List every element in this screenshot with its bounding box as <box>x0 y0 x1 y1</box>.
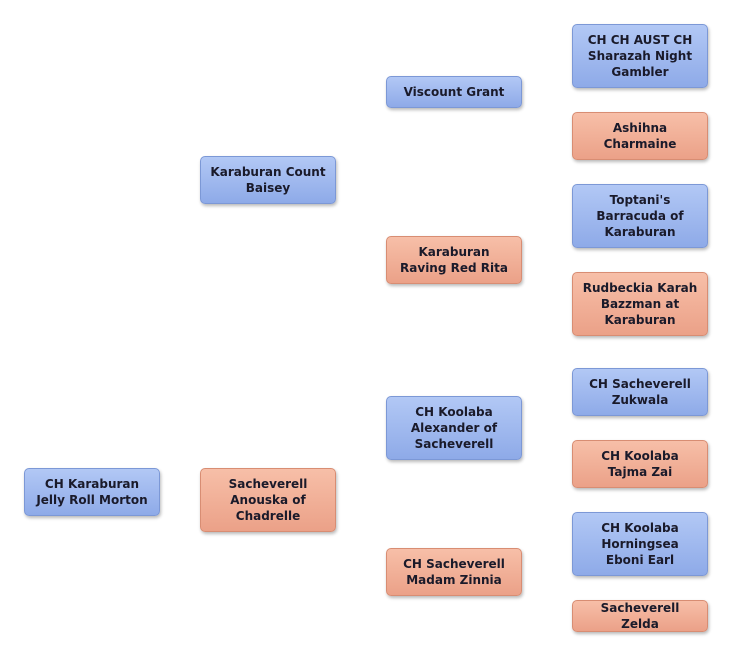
dog-node-sire-sire: Viscount Grant <box>386 76 522 108</box>
dog-node-dam-sire-dam: CH Koolaba Tajma Zai <box>572 440 708 488</box>
dog-node-dam-sire-sire: CH Sacheverell Zukwala <box>572 368 708 416</box>
dog-node-sire-dam: Karaburan Raving Red Rita <box>386 236 522 284</box>
dog-node-dam-sire: CH Koolaba Alexander of Sacheverell <box>386 396 522 460</box>
dog-node-dam: Sacheverell Anouska of Chadrelle <box>200 468 336 532</box>
dog-node-self: CH Karaburan Jelly Roll Morton <box>24 468 160 516</box>
dog-node-sire-dam-dam: Rudbeckia Karah Bazzman at Karaburan <box>572 272 708 336</box>
dog-node-sire-sire-dam: Ashihna Charmaine <box>572 112 708 160</box>
dog-node-dam-dam-dam: Sacheverell Zelda <box>572 600 708 632</box>
dog-node-sire-dam-sire: Toptani's Barracuda of Karaburan <box>572 184 708 248</box>
dog-node-dam-dam: CH Sacheverell Madam Zinnia <box>386 548 522 596</box>
dog-node-sire: Karaburan Count Baisey <box>200 156 336 204</box>
dog-node-dam-dam-sire: CH Koolaba Horningsea Eboni Earl <box>572 512 708 576</box>
dog-node-sire-sire-sire: CH CH AUST CH Sharazah Night Gambler <box>572 24 708 88</box>
